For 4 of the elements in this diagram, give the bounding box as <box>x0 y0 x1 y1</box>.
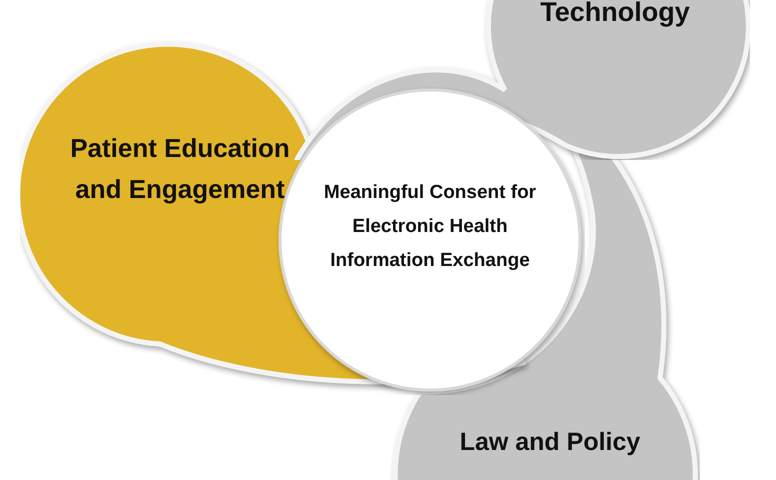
node-label: Law and Policy <box>458 430 642 454</box>
node-label: Technology <box>539 0 691 28</box>
node-label: Meaningful Consent for Electronic Health Information Exchange <box>322 181 538 273</box>
node-label: Patient Education and Engagement <box>69 132 291 206</box>
